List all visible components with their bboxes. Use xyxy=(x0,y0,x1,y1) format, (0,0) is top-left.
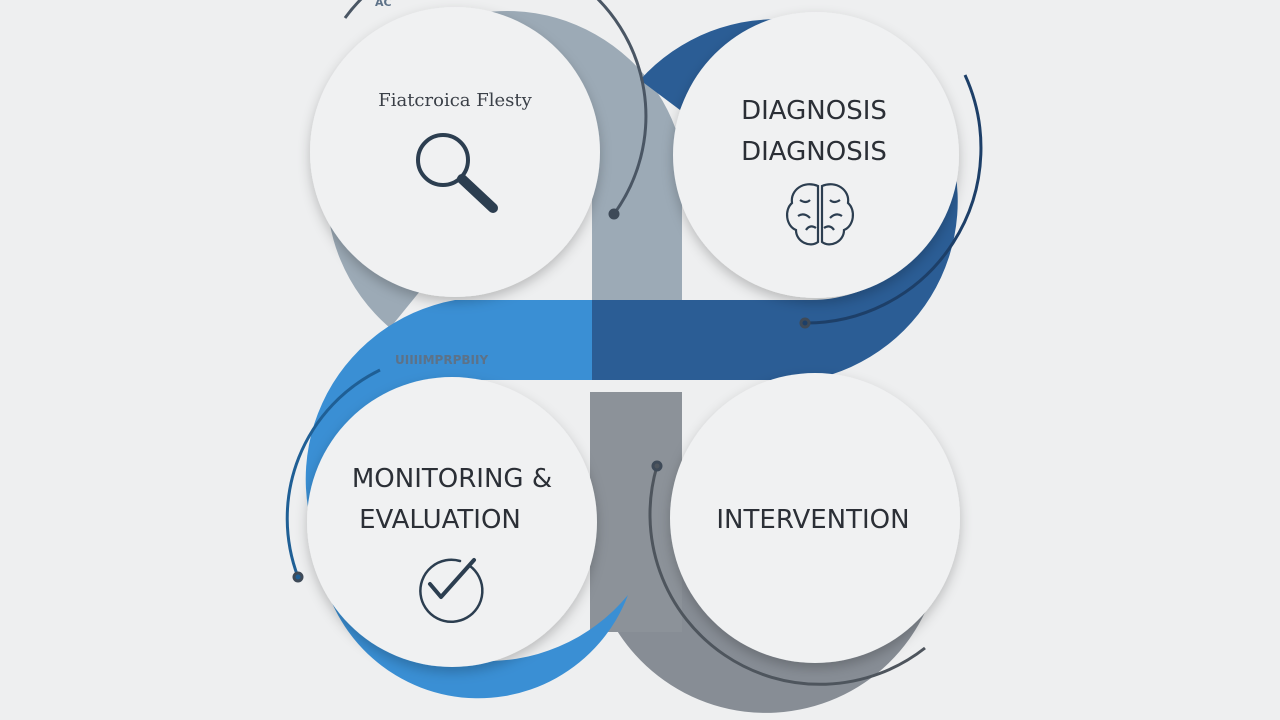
diagnosis-label-line2: DIAGNOSIS xyxy=(741,137,887,167)
magnifier-icon xyxy=(416,133,498,213)
monitoring-label-line1: MONITORING & xyxy=(352,464,552,494)
node-circle xyxy=(310,7,600,297)
node-diagnosis: DIAGNOSIS DIAGNOSIS xyxy=(673,12,959,298)
assessment-label: Fiatcroica Flesty xyxy=(378,90,532,111)
blue-band-label: UIIIIMPRPBIIY xyxy=(395,353,488,367)
diagnosis-band xyxy=(592,19,958,380)
track-lines xyxy=(285,0,983,686)
node-assessment: Fiatcroica Flesty xyxy=(310,7,600,297)
node-intervention: INTERVENTION xyxy=(670,373,960,663)
monitoring-label-line2: EVALUATION xyxy=(359,505,521,535)
node-circle xyxy=(673,12,959,298)
node-circle xyxy=(670,373,960,663)
brain-icon xyxy=(786,183,854,246)
checkmark-icon xyxy=(419,558,484,624)
node-circle xyxy=(307,377,597,667)
node-monitoring: MONITORING & EVALUATION xyxy=(307,377,597,667)
intervention-label: INTERVENTION xyxy=(716,505,909,535)
diagnosis-label-line1: DIAGNOSIS xyxy=(741,96,887,126)
assessment-band xyxy=(322,10,682,328)
top-band-label: AC xyxy=(375,0,392,9)
